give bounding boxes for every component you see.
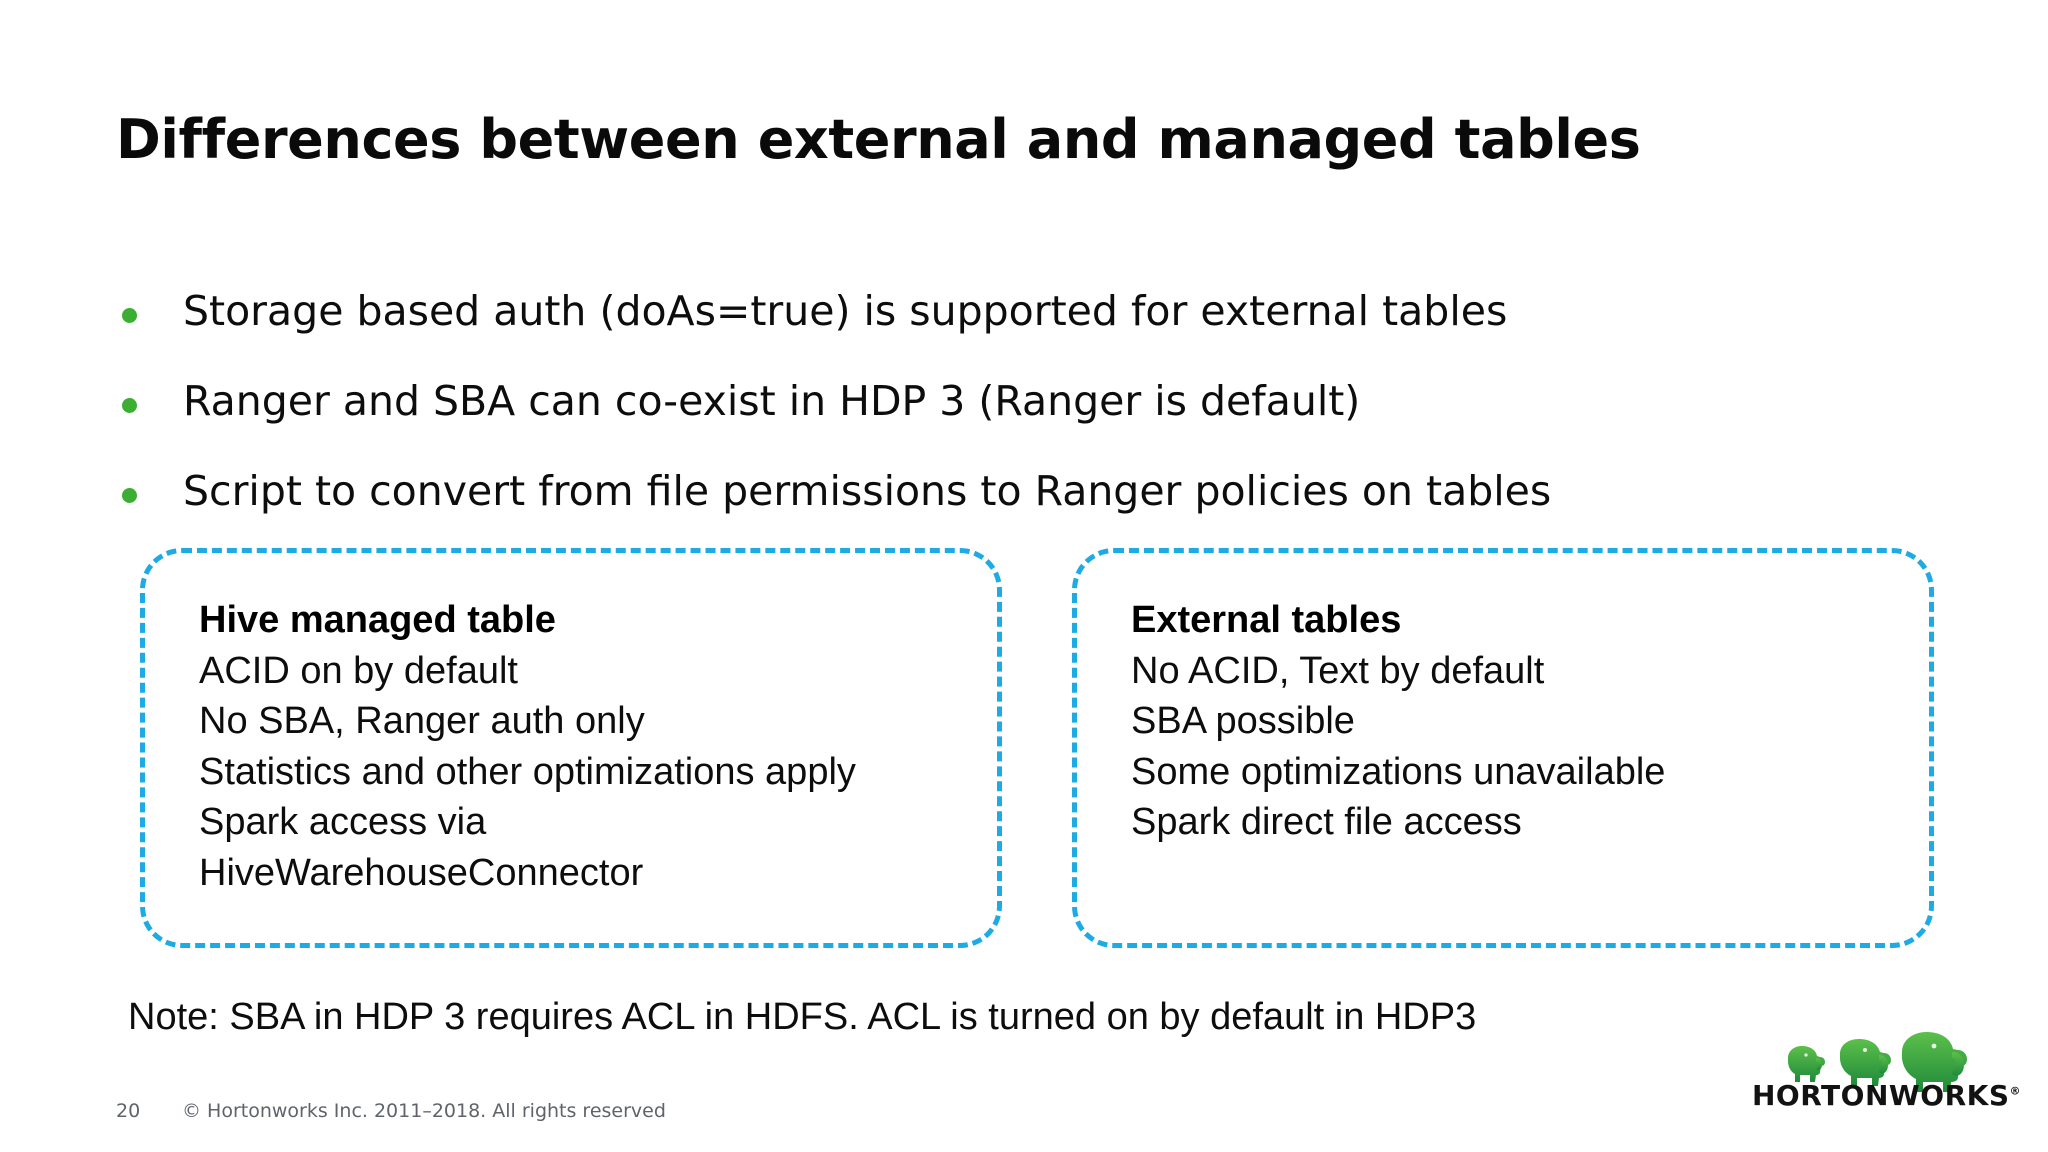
callout-line: ACID on by default (199, 649, 518, 692)
callout-line: Statistics and other optimizations apply (199, 750, 856, 793)
three-elephants-icon (1788, 1032, 1967, 1092)
bullet-dot-icon (122, 308, 137, 323)
copyright-notice: © Hortonworks Inc. 2011–2018. All rights… (182, 1100, 666, 1122)
bullet-text: Script to convert from file permissions … (183, 467, 1552, 515)
callout-line: No ACID, Text by default (1131, 649, 1545, 692)
callout-external-tables: External tables No ACID, Text by default… (1072, 548, 1934, 948)
callout-content: Hive managed table ACID on by default No… (199, 595, 979, 898)
callout-line: SBA possible (1131, 700, 1355, 743)
callout-line: Spark access via (199, 801, 487, 844)
callout-content: External tables No ACID, Text by default… (1131, 595, 1911, 848)
callout-line: HiveWarehouseConnector (199, 851, 644, 894)
callout-line: Spark direct file access (1131, 801, 1522, 844)
callout-heading: External tables (1131, 599, 1402, 641)
callout-heading: Hive managed table (199, 599, 556, 641)
logo-wordmark-text: HORTONWORKS (1752, 1079, 2010, 1112)
list-item: Storage based auth (doAs=true) is suppor… (116, 287, 1876, 378)
logo-wordmark: HORTONWORKS® (1752, 1079, 2021, 1112)
callout-line: Some optimizations unavailable (1131, 750, 1666, 793)
bullet-list: Storage based auth (doAs=true) is suppor… (116, 287, 1876, 558)
callout-line: No SBA, Ranger auth only (199, 700, 645, 743)
bullet-text: Ranger and SBA can co-exist in HDP 3 (Ra… (183, 377, 1361, 425)
list-item: Ranger and SBA can co-exist in HDP 3 (Ra… (116, 377, 1876, 468)
page-title: Differences between external and managed… (116, 108, 1641, 171)
trademark-symbol: ® (2009, 1084, 2021, 1098)
callout-hive-managed-table: Hive managed table ACID on by default No… (140, 548, 1002, 948)
slide-note: Note: SBA in HDP 3 requires ACL in HDFS.… (128, 996, 1477, 1038)
page-number: 20 (116, 1100, 141, 1122)
list-item: Script to convert from file permissions … (116, 467, 1876, 558)
bullet-dot-icon (122, 488, 137, 503)
bullet-dot-icon (122, 398, 137, 413)
hortonworks-logo: HORTONWORKS® (1752, 1024, 2021, 1116)
bullet-text: Storage based auth (doAs=true) is suppor… (183, 287, 1508, 335)
